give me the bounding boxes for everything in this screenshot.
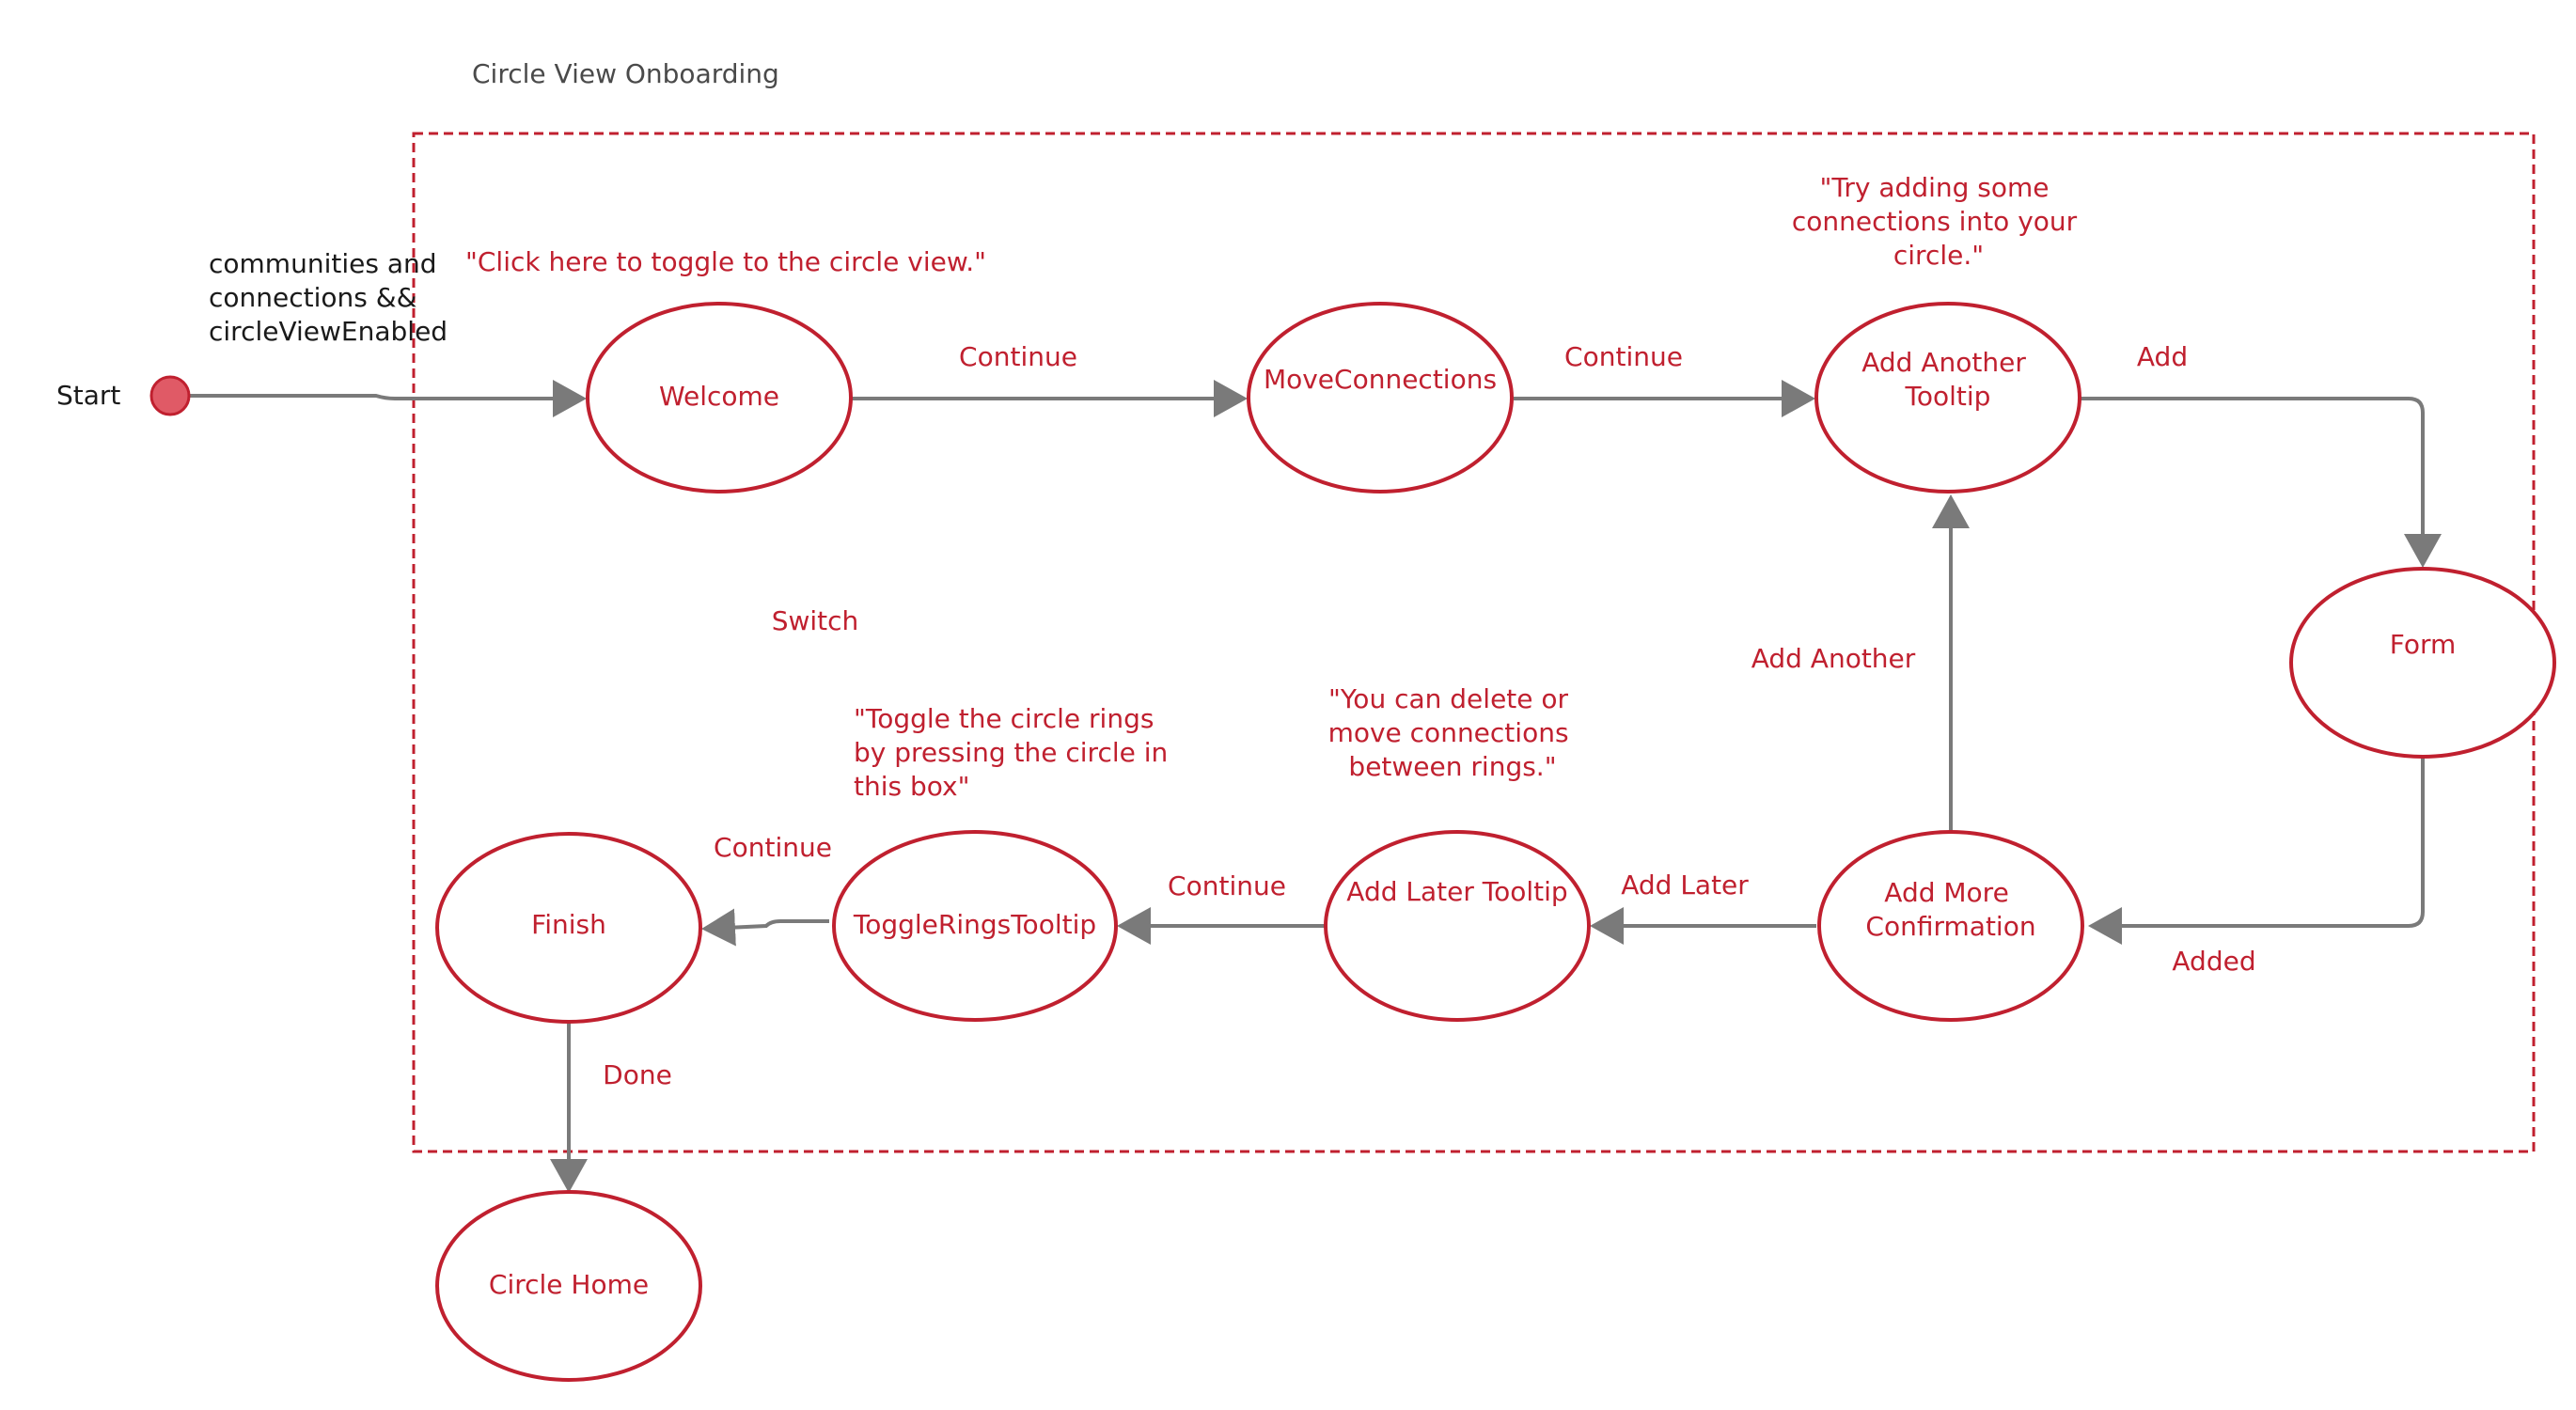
start-label: Start: [56, 380, 120, 411]
state-move-connections-label: MoveConnections: [1264, 364, 1497, 395]
state-form-label: Form: [2390, 629, 2457, 660]
note-add-later-tooltip: "You can delete or move connections betw…: [1328, 683, 1578, 782]
edge-label-add-another-to-form: Add: [2137, 341, 2188, 372]
edge-label-confirmation-to-add-later: Add Later: [1621, 870, 1749, 901]
note-welcome: "Click here to toggle to the circle view…: [465, 246, 986, 277]
state-add-more-confirmation[interactable]: Add More Confirmation: [1817, 830, 2084, 1022]
edge-label-add-later-to-toggle: Continue: [1168, 870, 1286, 901]
edge-label-move-to-add-another: Continue: [1564, 341, 1683, 372]
edge-label-confirmation-to-add-another: Add Another: [1751, 643, 1916, 674]
note-toggle-rings-tooltip: "Toggle the circle rings by pressing the…: [854, 703, 1176, 802]
state-finish[interactable]: Finish: [435, 832, 702, 1024]
edge-add-another-to-form: [2080, 397, 2442, 568]
edge-label-form-to-confirmation: Added: [2172, 946, 2255, 977]
state-circle-home[interactable]: Circle Home: [435, 1190, 702, 1382]
start-node: [149, 375, 191, 416]
edge-label-switch: Switch: [772, 605, 859, 636]
edge-form-to-confirmation: [2088, 757, 2425, 945]
onboarding-group-border: [412, 132, 2536, 1153]
state-add-later-tooltip-label: Add Later Tooltip: [1346, 876, 1567, 907]
state-move-connections[interactable]: MoveConnections: [1247, 302, 1514, 494]
state-add-more-confirmation-label: Add More Confirmation: [1865, 877, 2035, 942]
edge-label-finish-to-home: Done: [603, 1059, 672, 1090]
edge-label-welcome-to-move: Continue: [959, 341, 1077, 372]
diagram-title: Circle View Onboarding: [472, 58, 779, 89]
state-circle-home-label: Circle Home: [489, 1269, 649, 1300]
edge-start-to-welcome: [190, 380, 587, 417]
state-form[interactable]: Form: [2289, 567, 2556, 759]
edges: [190, 380, 2442, 1193]
edge-toggle-to-finish: [701, 908, 829, 947]
state-add-another-tooltip-label: Add Another Tooltip: [1861, 347, 2034, 412]
state-add-later-tooltip[interactable]: Add Later Tooltip: [1324, 830, 1591, 1022]
state-welcome-label: Welcome: [659, 381, 779, 412]
state-toggle-rings-tooltip[interactable]: ToggleRingsTooltip: [832, 830, 1118, 1022]
state-welcome[interactable]: Welcome: [586, 302, 853, 494]
state-add-another-tooltip[interactable]: Add Another Tooltip: [1814, 302, 2081, 494]
note-add-another-tooltip: "Try adding some connections into your c…: [1792, 172, 2085, 271]
state-toggle-rings-tooltip-label: ToggleRingsTooltip: [853, 909, 1096, 940]
edge-label-toggle-to-finish: Continue: [714, 832, 832, 863]
state-finish-label: Finish: [531, 909, 606, 940]
entry-condition-label: communities and connections && circleVie…: [209, 248, 448, 347]
